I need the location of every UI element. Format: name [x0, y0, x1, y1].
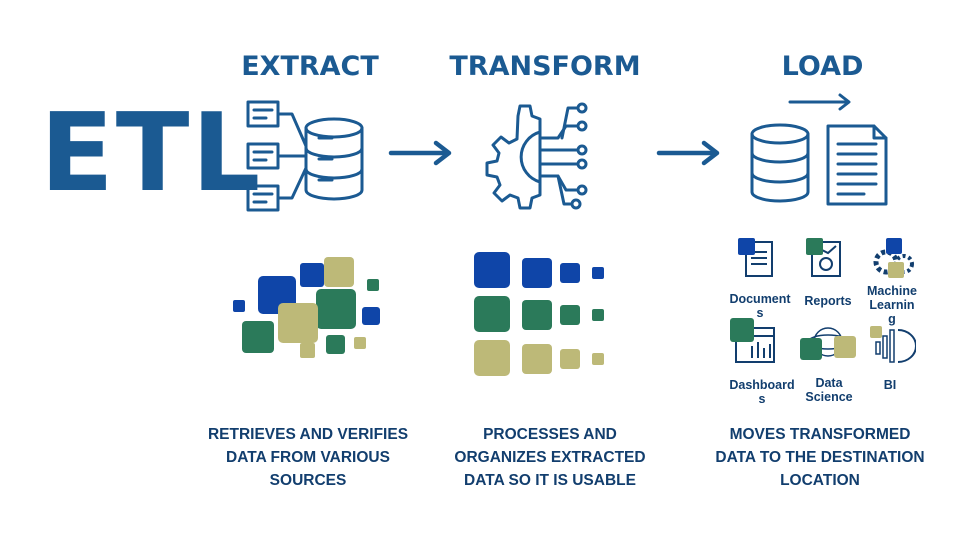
load-heading: LOAD [781, 51, 864, 82]
extract-heading: EXTRACT [241, 51, 379, 82]
gear-icon [873, 238, 914, 278]
etl-title: ETL [40, 91, 263, 216]
document-icon [738, 238, 773, 277]
dashboards-label: Dashboard s [729, 378, 795, 406]
reports-label: Reports [804, 294, 852, 308]
arrow-right-icon [388, 140, 452, 166]
dashboard-icon [730, 318, 775, 363]
data-science-label: Data Science [805, 376, 853, 404]
database-icon [304, 117, 364, 201]
report-icon [806, 238, 841, 277]
extract-icon [246, 100, 364, 212]
transform-description: PROCESSES AND ORGANIZES EXTRACTED DATA S… [454, 426, 646, 489]
arrow-right-icon [656, 140, 720, 166]
database-icon [750, 123, 810, 203]
load-icon [750, 93, 888, 206]
load-description: MOVES TRANSFORMED DATA TO THE DESTINATIO… [715, 426, 925, 489]
bi-icon [870, 326, 916, 363]
destinations-panel: Document s Reports Machine Learnin g Das… [720, 232, 940, 412]
transform-organized-squares [474, 252, 604, 376]
arrow-right-icon [788, 93, 851, 111]
document-icon [826, 124, 888, 206]
extract-scattered-squares [233, 257, 380, 358]
machine-learning-label: Machine Learnin g [866, 284, 917, 326]
extract-description: RETRIEVES AND VERIFIES DATA FROM VARIOUS… [207, 426, 409, 489]
document-list-icon [246, 100, 280, 212]
documents-label: Document s [729, 292, 791, 320]
chart-icon [800, 327, 856, 360]
gear-circuit-icon [485, 102, 588, 210]
transform-heading: TRANSFORM [449, 51, 641, 82]
bi-label: BI [883, 378, 897, 392]
